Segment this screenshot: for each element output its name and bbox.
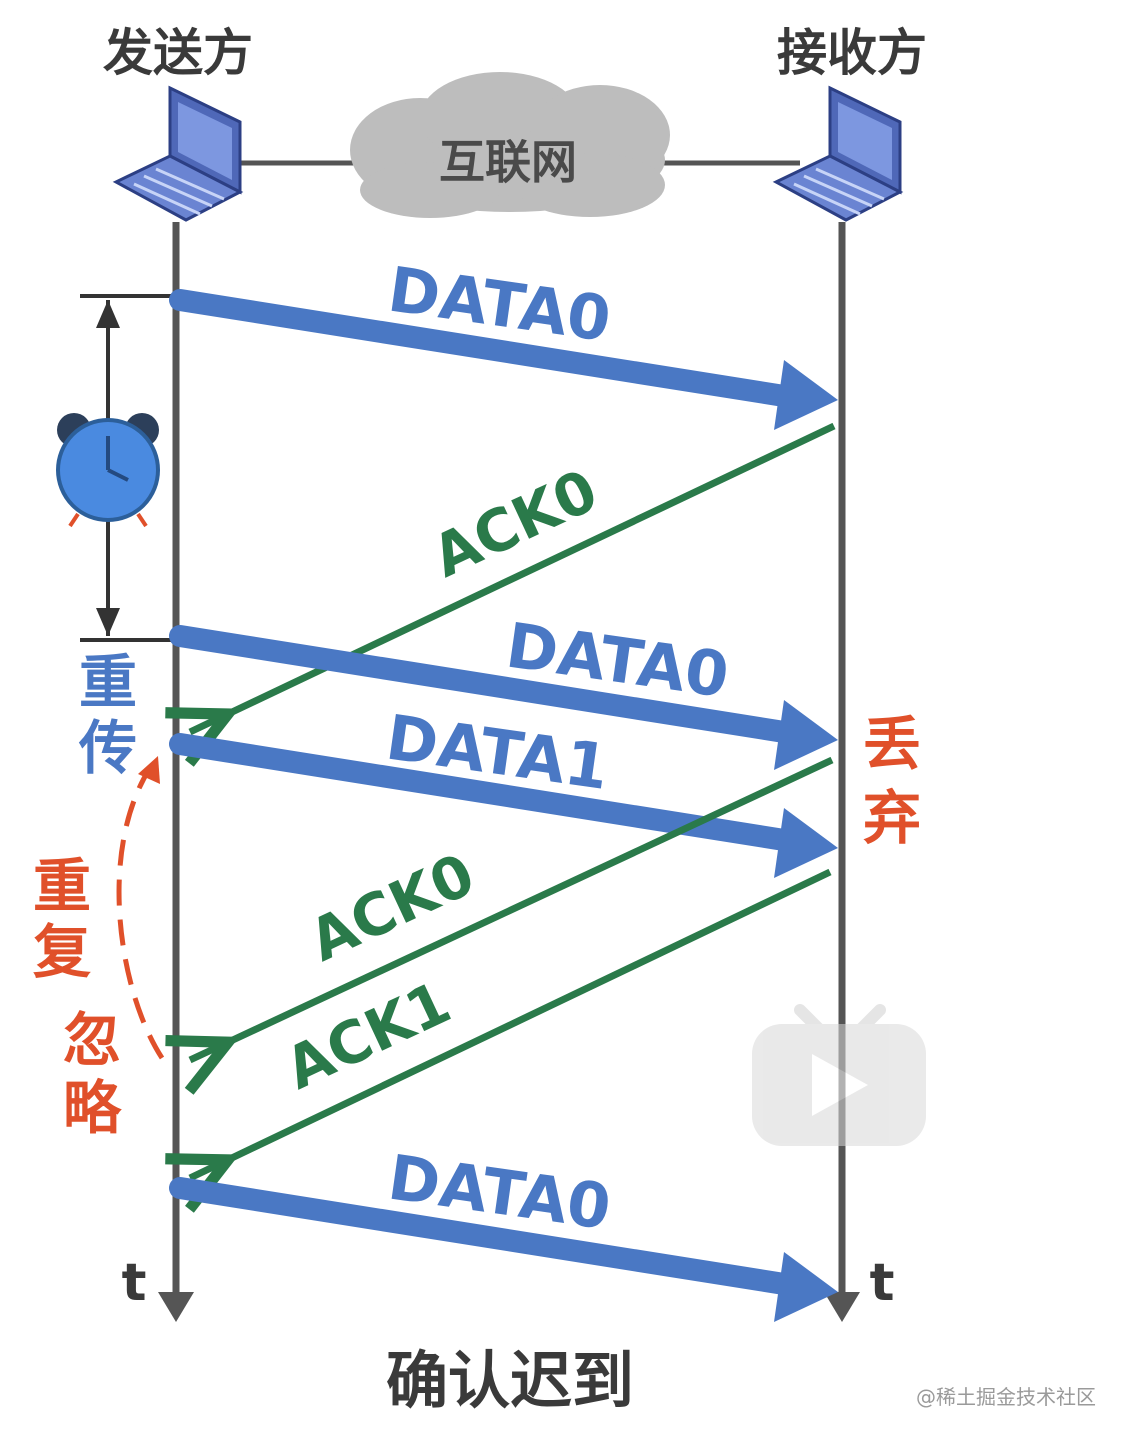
laptop-icon <box>772 85 904 222</box>
laptop-icon <box>112 85 244 222</box>
duplicate-ignore-annotation-char: 略 <box>63 1074 122 1142</box>
receiver-time-arrowhead <box>824 1292 860 1322</box>
discard-annotation-char: 丢 <box>863 710 921 778</box>
message-data0-final <box>169 1177 838 1322</box>
message-ack1 <box>190 868 832 1178</box>
message-data0-first <box>169 289 838 430</box>
retransmit-annotation-char: 传 <box>78 714 137 782</box>
diagram-caption: 确认迟到 <box>386 1344 634 1417</box>
duplicate-ignore-annotation-char: 复 <box>33 918 91 986</box>
duplicate-ignore-annotation-char: 忽 <box>63 1006 121 1074</box>
message-data0-retransmit <box>169 625 838 770</box>
alarm-clock-icon <box>56 413 160 528</box>
retransmit-annotation-char: 重 <box>79 648 137 716</box>
message-label: ACK0 <box>422 456 607 591</box>
sender-time-arrowhead <box>158 1292 194 1322</box>
duplicate-ignore-arrowhead <box>138 756 160 784</box>
sender-time-label: t <box>122 1253 147 1313</box>
discard-annotation-char: 弃 <box>863 784 921 852</box>
duplicate-ignore-annotation-char: 重 <box>33 852 91 920</box>
video-play-icon[interactable] <box>752 1004 926 1146</box>
watermark: @稀土掘金技术社区 <box>916 1385 1096 1409</box>
cloud-icon <box>350 72 670 218</box>
duplicate-ignore-arrow <box>116 766 165 1060</box>
message-data1 <box>169 733 838 878</box>
message-ack0-second <box>190 756 834 1060</box>
message-ack0-late <box>190 422 836 732</box>
sender-label: 发送方 <box>103 24 253 82</box>
receiver-time-label: t <box>870 1253 895 1313</box>
message-label: ACK0 <box>299 840 484 975</box>
network-label: 互联网 <box>439 135 577 189</box>
message-label: ACK1 <box>275 968 460 1103</box>
receiver-label: 接收方 <box>777 24 927 82</box>
